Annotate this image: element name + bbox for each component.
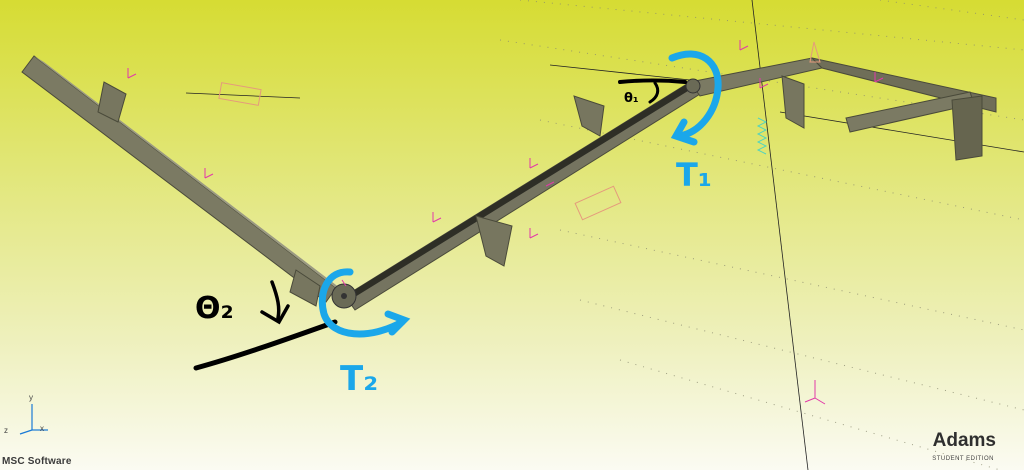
triad-x-label: x bbox=[40, 424, 44, 433]
middle-arm-edge bbox=[345, 82, 696, 300]
left-arm-joint-block[interactable] bbox=[289, 269, 321, 307]
theta1-label: θ₁ bbox=[624, 91, 639, 106]
product-name: Adams bbox=[932, 430, 996, 451]
frame-post[interactable] bbox=[781, 75, 805, 129]
joint-2[interactable] bbox=[331, 283, 357, 309]
spring-element bbox=[756, 117, 768, 155]
torque2-label: T₂ bbox=[340, 359, 378, 399]
joint-1[interactable] bbox=[685, 78, 701, 94]
middle-arm-bracket-upper[interactable] bbox=[573, 95, 605, 137]
triad-z-label: z bbox=[4, 426, 8, 435]
product-edition: STUDENT EDITION bbox=[932, 456, 994, 462]
frame-corner-block[interactable] bbox=[951, 95, 983, 161]
triad-y-label: y bbox=[29, 393, 33, 402]
left-arm-top-face bbox=[34, 56, 340, 288]
middle-arm-bracket-lower[interactable] bbox=[475, 215, 513, 267]
torque-t2-arrow bbox=[318, 268, 411, 338]
theta2-annotation-strokes bbox=[193, 280, 338, 371]
ground-grid bbox=[499, 0, 1024, 470]
vendor-logo: MSC Software bbox=[2, 456, 72, 467]
left-arm-bracket[interactable] bbox=[97, 81, 127, 123]
left-arm-link[interactable] bbox=[21, 55, 337, 303]
view-orientation-triad bbox=[19, 404, 48, 435]
construction-lines bbox=[185, 0, 1024, 470]
theta2-label: Θ₂ bbox=[195, 291, 234, 326]
coordinate-markers bbox=[127, 40, 884, 405]
theta1-annotation-strokes bbox=[618, 78, 687, 104]
part-outlines bbox=[218, 41, 821, 221]
torque1-label: T₁ bbox=[676, 156, 712, 194]
torque-t1-arrow bbox=[668, 50, 722, 146]
